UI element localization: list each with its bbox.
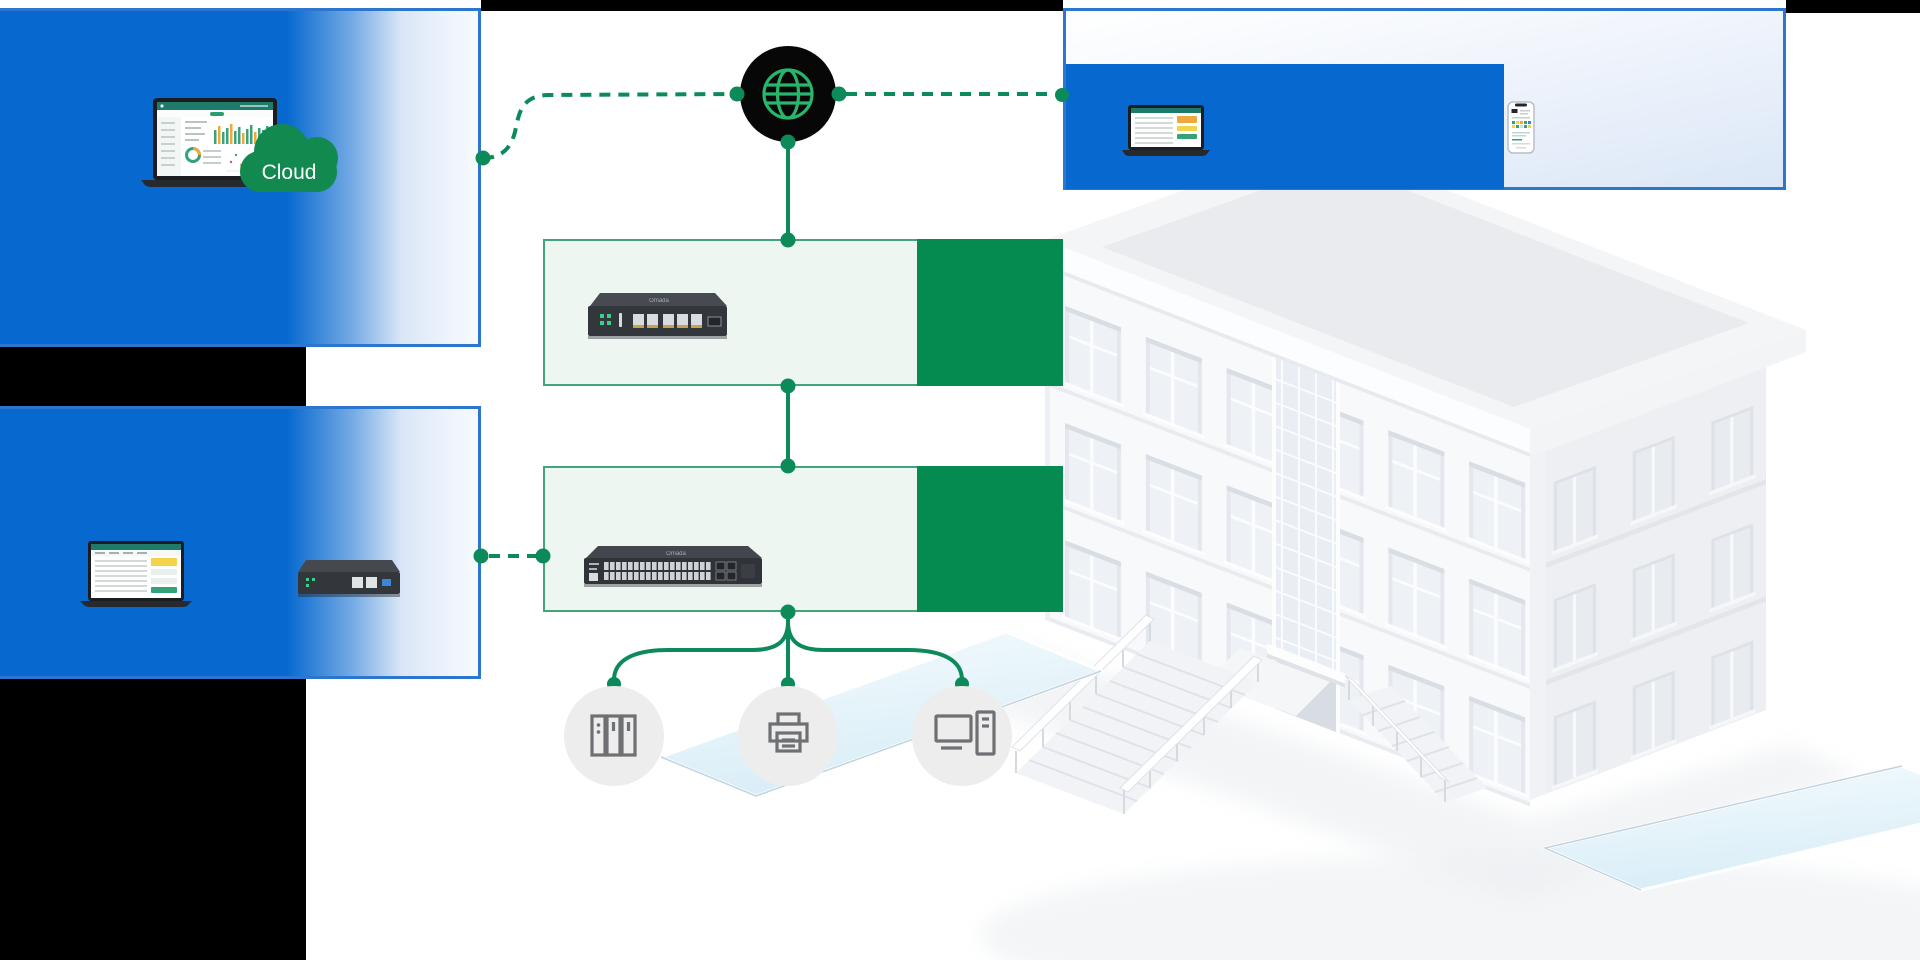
side-stairs <box>1344 675 1487 802</box>
dashed-cloud-to-internet <box>482 92 738 160</box>
switch-green-block <box>917 466 1063 612</box>
connector-dots <box>473 86 1069 691</box>
glass-panel-right <box>1540 764 1920 892</box>
cloud-badge-label: Cloud <box>262 161 317 184</box>
remote-laptop <box>1122 105 1210 156</box>
black-band-lower <box>0 679 306 960</box>
router-brand-label: Omada <box>649 298 669 304</box>
switch-box[interactable] <box>543 466 920 612</box>
plaza-shadow <box>980 855 1920 960</box>
local-management-panel <box>0 406 481 679</box>
local-admin-laptop <box>80 541 192 607</box>
entrance-stairs <box>1011 614 1330 814</box>
branch-right <box>786 612 964 681</box>
building-illustration <box>960 141 1920 960</box>
top-right-black-strip <box>1786 0 1920 13</box>
fascia-right <box>1530 330 1806 457</box>
workstation-circle <box>912 686 1012 786</box>
server-rack-circle <box>564 686 664 786</box>
black-band-upper <box>0 347 306 406</box>
server-rack-dots <box>596 723 601 734</box>
switch-brand-label: Omada <box>666 551 686 557</box>
top-black-strip <box>481 0 1063 11</box>
cloud-badge: Cloud <box>240 124 338 192</box>
gateway-router-device: Omada <box>588 293 727 339</box>
gateway-router-green-block <box>917 239 1063 386</box>
local-gateway-device <box>298 560 400 597</box>
switch-device: Omada <box>584 546 762 587</box>
connector-lines <box>482 92 1054 681</box>
branch-left <box>612 612 790 681</box>
remote-phone <box>1507 101 1535 154</box>
globe-icon <box>762 68 814 120</box>
printer-icon <box>768 712 809 753</box>
internet-node <box>740 46 836 142</box>
printer-circle <box>738 686 838 786</box>
desktop-tower-icon <box>934 710 996 756</box>
fascia-front <box>1045 240 1530 457</box>
server-rack-icon <box>590 714 637 757</box>
endpoint-nodes <box>564 686 1012 786</box>
